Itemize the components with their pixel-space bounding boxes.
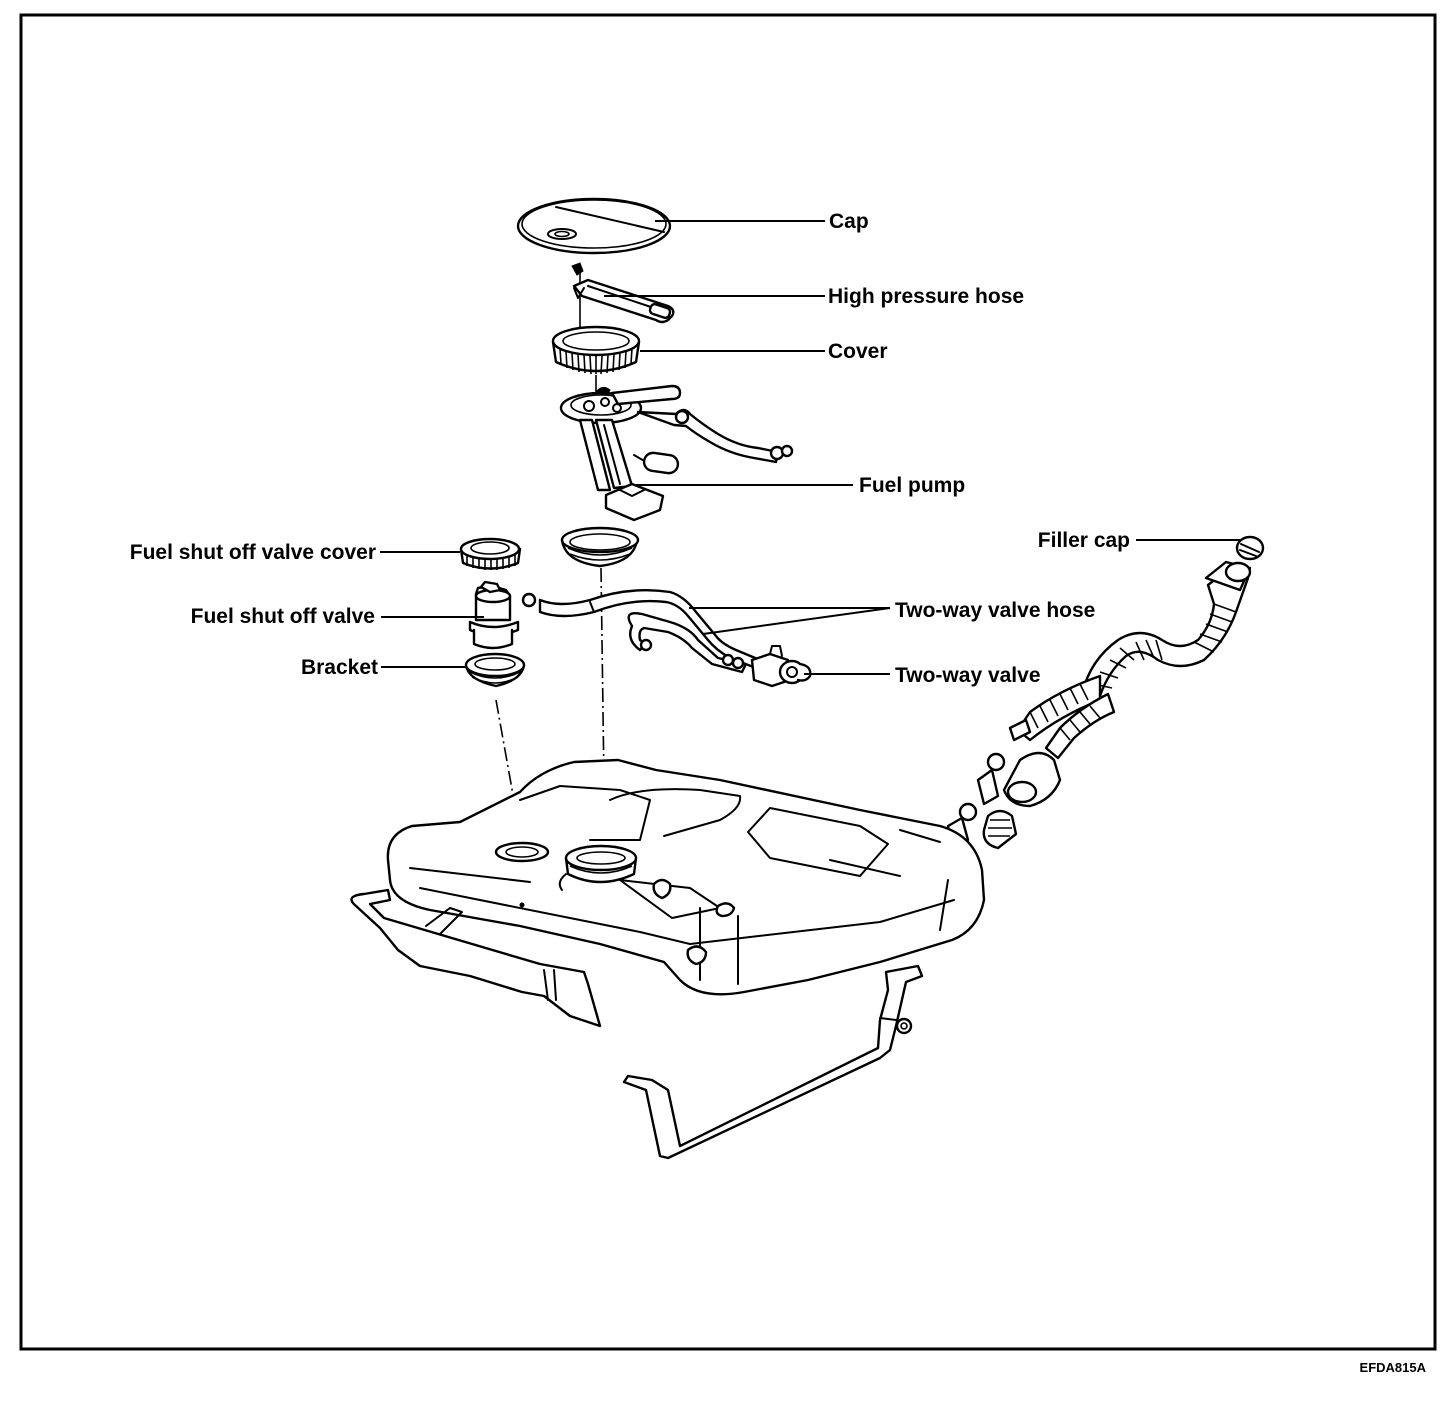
label-cap: Cap — [829, 210, 869, 233]
fuel-shut-off-valve-part — [468, 580, 537, 650]
cap-part — [516, 197, 672, 255]
high-pressure-hose-part — [571, 262, 675, 324]
filler-neck-part — [946, 560, 1252, 850]
fuel-pump-part — [559, 384, 794, 522]
cover-part — [551, 325, 641, 375]
label-two-way-valve-hose: Two-way valve hose — [895, 599, 1095, 622]
filler-cap-part — [1235, 535, 1265, 561]
bracket-part — [464, 652, 526, 688]
label-two-way-valve: Two-way valve — [895, 664, 1041, 687]
figure-code: EFDA815A — [1360, 1360, 1427, 1375]
leader-lines — [380, 220, 1240, 675]
tank-protector-part — [350, 888, 602, 1028]
label-fuel-shut-off-valve-cover: Fuel shut off valve cover — [130, 541, 376, 564]
label-filler-cap: Filler cap — [1038, 529, 1130, 552]
fuel-shut-off-valve-cover-part — [459, 537, 522, 570]
fuel-pump-gasket-part — [560, 526, 640, 568]
label-high-pressure-hose: High pressure hose — [828, 285, 1024, 308]
fuel-tank-part — [386, 758, 986, 996]
tank-band-part — [622, 964, 924, 1160]
two-way-valve-part — [750, 645, 812, 688]
label-cover: Cover — [828, 340, 888, 363]
label-fuel-pump: Fuel pump — [859, 474, 965, 497]
figure-frame — [19, 13, 1437, 1351]
label-fuel-shut-off-valve: Fuel shut off valve — [191, 605, 375, 628]
leader-two-way-valve-hose — [689, 607, 891, 635]
label-bracket: Bracket — [301, 656, 378, 679]
callout-labels: Cap High pressure hose Cover Fuel pump F… — [130, 210, 1130, 687]
